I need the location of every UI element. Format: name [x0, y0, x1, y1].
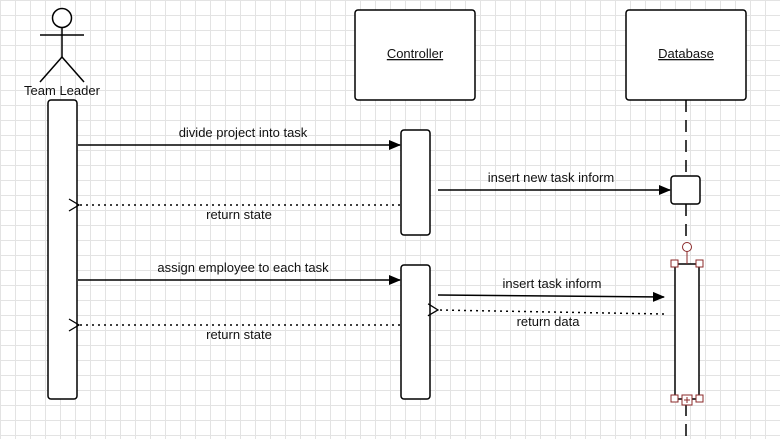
- return-label-state-1: return state: [206, 207, 272, 222]
- database-activation-2-selected[interactable]: [670, 242, 704, 406]
- database-label: Database: [658, 46, 714, 61]
- actor-right-leg: [61, 56, 85, 83]
- selection-handle-bottom-right[interactable]: [695, 394, 704, 403]
- selection-rotate-handle[interactable]: [682, 242, 692, 252]
- actor-label: Team Leader: [24, 83, 101, 98]
- database-activation-1[interactable]: [670, 175, 701, 205]
- return-label-data: return data: [517, 314, 581, 329]
- selection-handle-top-right[interactable]: [695, 259, 704, 268]
- selection-handle-bottom-left[interactable]: [670, 394, 679, 403]
- return-label-state-2: return state: [206, 327, 272, 342]
- team-leader-actor[interactable]: Team Leader: [24, 7, 101, 99]
- database-activation-2: [674, 263, 700, 400]
- message-arrow-insert-task[interactable]: [437, 291, 665, 302]
- actor-head: [51, 7, 73, 29]
- message-label-divide-project: divide project into task: [179, 125, 308, 140]
- selection-add-handle[interactable]: [681, 394, 693, 406]
- message-label-assign-employee: assign employee to each task: [157, 260, 329, 275]
- controller-object[interactable]: Controller: [354, 9, 476, 101]
- message-label-insert-new-task: insert new task inform: [488, 170, 614, 185]
- controller-activation-2[interactable]: [400, 264, 431, 400]
- team-leader-activation[interactable]: [47, 99, 78, 400]
- controller-activation-1[interactable]: [400, 129, 431, 236]
- controller-box: [354, 9, 476, 101]
- return-arrow-data[interactable]: [438, 310, 665, 314]
- actor-left-leg: [39, 56, 63, 83]
- database-object[interactable]: Database: [625, 9, 747, 101]
- controller-label: Controller: [387, 46, 444, 61]
- message-label-insert-task: insert task inform: [503, 276, 602, 291]
- selection-handle-top-left[interactable]: [670, 259, 679, 268]
